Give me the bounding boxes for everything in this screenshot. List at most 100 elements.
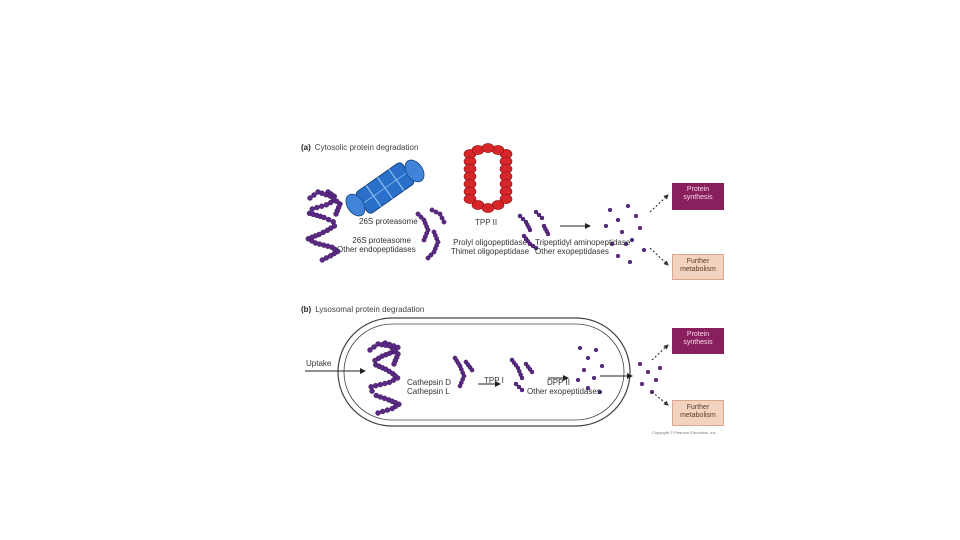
- panel-b-letter: (b): [301, 305, 312, 314]
- proteasome-enzymes: 26S proteasome Other endopeptidases: [337, 236, 416, 254]
- box-line: Protein: [686, 331, 710, 338]
- arrows-panel-a: [560, 194, 669, 266]
- panel-a-letter: (a): [301, 143, 311, 152]
- peptide-bead: [433, 209, 439, 215]
- enzyme-label: Other exopeptidases: [527, 387, 601, 396]
- peptide-bead: [415, 211, 421, 217]
- enzyme-label: Cathepsin L: [407, 387, 450, 396]
- dpp-enzymes: DPP II Other exopeptidases: [527, 378, 601, 396]
- tpp-enzymes: Prolyl oligopeptidase Thimet oligopeptid…: [448, 238, 532, 256]
- amino-acid-bead: [645, 369, 651, 375]
- peptide-bead: [519, 375, 525, 381]
- folded-protein-bead: [395, 344, 401, 351]
- folded-protein-bead: [373, 383, 379, 389]
- peptide-bead: [513, 381, 519, 387]
- tpp-ii-label: TPP II: [475, 218, 498, 227]
- amino-acid-bead: [599, 363, 605, 369]
- folded-protein-bead: [380, 408, 386, 415]
- enzyme-label: Other exopeptidases: [535, 247, 609, 256]
- tpp-ii-subunit: [463, 194, 477, 204]
- peptide-bead: [520, 216, 526, 222]
- peptide-bead: [428, 252, 434, 258]
- box-line: Protein: [686, 186, 710, 193]
- box-line: metabolism: [680, 412, 716, 419]
- folded-protein-bead: [382, 380, 388, 387]
- proteasome-label: 26S proteasome: [359, 217, 418, 226]
- enzyme-label: 26S proteasome: [352, 236, 411, 245]
- folded-protein-bead: [390, 377, 397, 383]
- peptide-bead: [431, 249, 437, 255]
- folded-protein-bead: [386, 379, 393, 386]
- folded-protein-bead: [389, 405, 395, 412]
- folded-protein-bead: [391, 361, 397, 367]
- amino-acid-bead: [653, 377, 659, 383]
- folded-protein-bead: [367, 347, 373, 353]
- amino-acid-bead: [585, 355, 591, 361]
- amino-acid-bead: [615, 217, 621, 223]
- folded-protein-bead: [369, 388, 375, 394]
- protein-chains: [305, 189, 663, 416]
- folded-protein-bead: [321, 214, 327, 221]
- folded-protein-bead: [320, 229, 326, 236]
- lysosome-membrane: [337, 317, 631, 427]
- peptide-bead: [418, 214, 424, 220]
- peptide-bead: [530, 243, 536, 249]
- amino-acid-bead: [619, 229, 625, 235]
- box-line: Further: [686, 404, 710, 411]
- peptide-bead: [421, 237, 427, 243]
- peptide-bead: [519, 387, 525, 393]
- amino-acid-bead: [639, 381, 645, 387]
- amino-acid-bead: [577, 345, 583, 351]
- folded-protein-bead: [375, 410, 381, 416]
- peptide-bead: [539, 215, 545, 221]
- peptide-bead: [425, 255, 431, 261]
- amino-acid-bead: [615, 253, 621, 259]
- folded-protein-bead: [319, 203, 325, 209]
- amino-acid-bead: [629, 237, 635, 243]
- tpp-ii-subunit: [481, 143, 495, 153]
- enzyme-label: Cathepsin D: [407, 378, 452, 387]
- amino-acid-bead: [609, 241, 615, 247]
- peptide-bead: [441, 219, 447, 225]
- peptide-bead: [469, 367, 475, 373]
- enzyme-label: Prolyl oligopeptidase: [453, 238, 527, 247]
- further-metabolism-box-a: Further metabolism: [672, 254, 724, 280]
- peptide-bead: [517, 213, 523, 219]
- further-metabolism-box-b: Further metabolism: [672, 400, 724, 426]
- amino-acid-bead: [597, 389, 603, 395]
- amino-acid-bead: [625, 203, 631, 209]
- folded-protein-bead: [324, 227, 331, 234]
- peptide-bead: [533, 209, 539, 215]
- amino-acid-bead: [623, 241, 629, 247]
- folded-protein-bead: [325, 216, 332, 223]
- tpp-i-label: TPP I: [484, 376, 504, 385]
- amino-acid-bead: [657, 365, 663, 371]
- folded-protein-bead: [371, 344, 377, 350]
- folded-protein-bead: [394, 375, 401, 381]
- amino-acid-bead: [593, 347, 599, 353]
- folded-protein-bead: [384, 407, 391, 413]
- exo-enzymes: Tripeptidyl aminopeptidase Other exopept…: [535, 238, 630, 256]
- tpp-ii-icon: [463, 143, 513, 213]
- panel-a-title-text: Cytosolic protein degradation: [314, 143, 419, 152]
- uptake-label: Uptake: [306, 359, 332, 368]
- panel-b-title: (b)Lysosomal protein degradation: [301, 305, 424, 314]
- peptide-bead: [533, 245, 539, 251]
- proteasome-icon: [345, 159, 425, 217]
- amino-acid-bead: [637, 361, 643, 367]
- enzyme-label: DPP II: [547, 378, 570, 387]
- enzyme-label: Other endopeptidases: [337, 245, 416, 254]
- folded-protein-bead: [323, 202, 330, 208]
- box-line: metabolism: [680, 266, 716, 273]
- amino-acid-bead: [637, 225, 643, 231]
- folded-protein-bead: [309, 206, 315, 212]
- peptide-bead: [429, 207, 435, 213]
- amino-acid-bead: [627, 259, 633, 265]
- tpp-ii-subunit: [499, 194, 513, 204]
- panel-b-title-text: Lysosomal protein degradation: [315, 305, 425, 314]
- copyright-credit: Copyright © Pearson Education, Inc.: [652, 430, 717, 435]
- folded-protein-bead: [307, 195, 313, 201]
- cathepsin-enzymes: Cathepsin D Cathepsin L: [407, 378, 451, 396]
